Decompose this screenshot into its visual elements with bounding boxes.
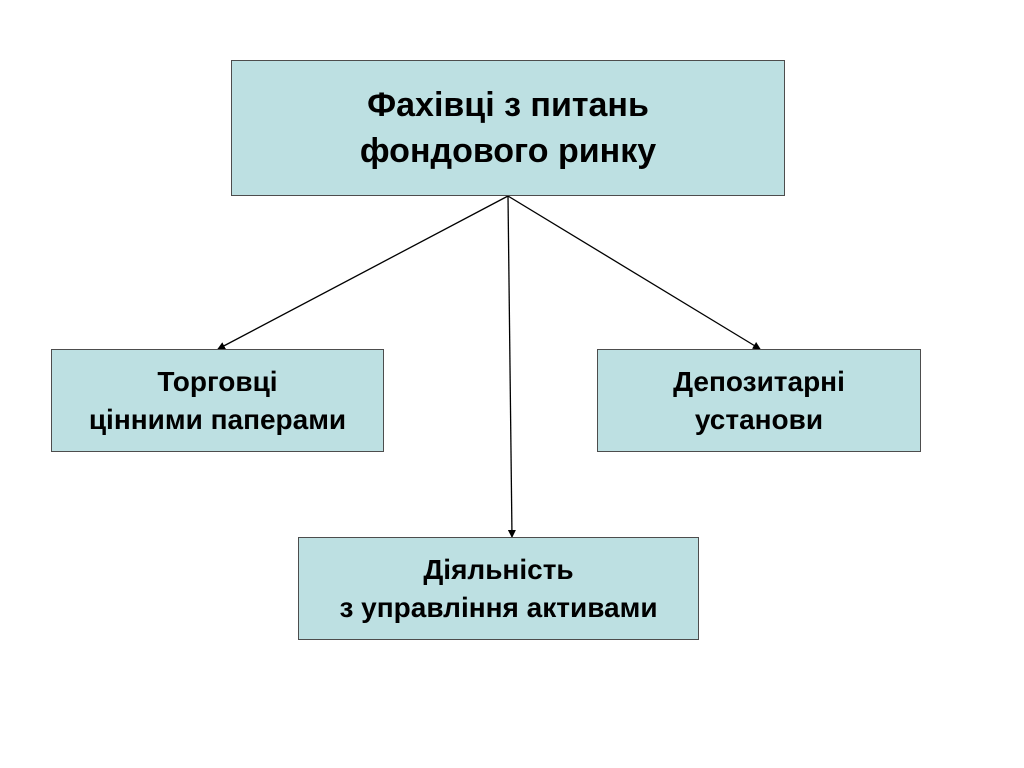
connector-root-to-asset-management xyxy=(507,195,516,538)
asset-management-box-line-2: з управління активами xyxy=(339,591,658,623)
traders-box-line-2: цінними паперами xyxy=(88,403,347,435)
connector-root-to-depository xyxy=(507,195,761,350)
traders-box-line-1: Торговці xyxy=(157,365,278,397)
connector-root-to-traders xyxy=(217,195,509,350)
root-box: Фахівці з питань фондового ринку xyxy=(231,60,785,196)
root-box-line-1: Фахівці з питань xyxy=(367,86,649,124)
depository-box-line-1: Депозитарні xyxy=(673,365,845,397)
traders-box: Торговці цінними паперами xyxy=(51,349,384,452)
root-box-line-2: фондового ринку xyxy=(359,132,657,170)
asset-management-box-line-1: Діяльність xyxy=(423,553,574,585)
depository-box-line-2: установи xyxy=(694,403,824,435)
depository-box: Депозитарні установи xyxy=(597,349,921,452)
asset-management-box: Діяльність з управління активами xyxy=(298,537,699,640)
